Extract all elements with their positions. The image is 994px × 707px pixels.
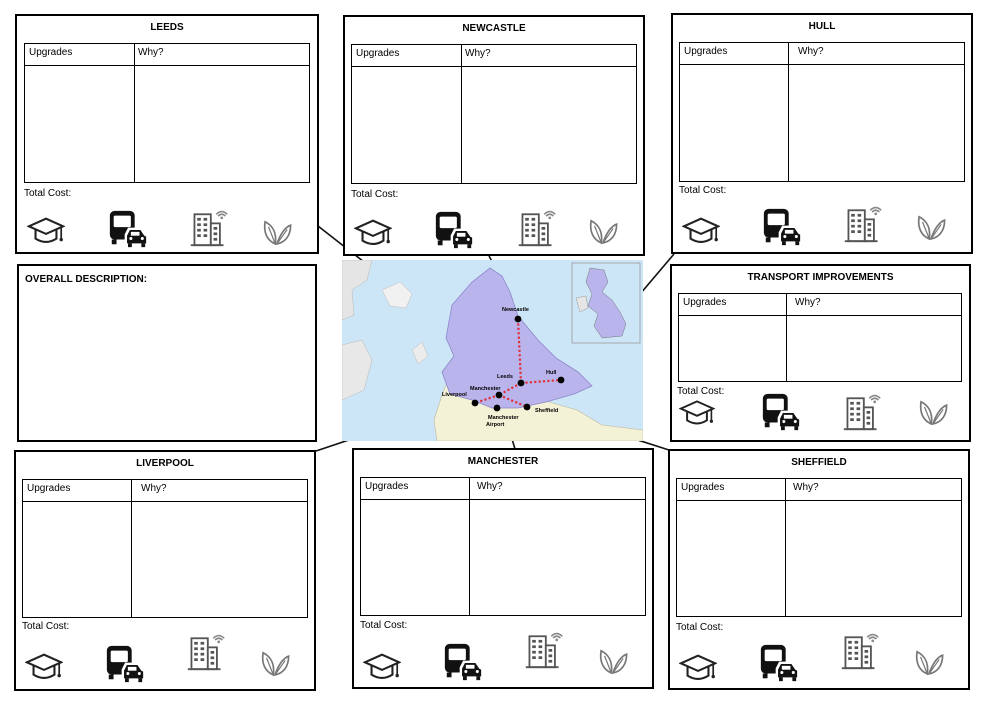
total-cost-label: Total Cost:: [676, 622, 724, 633]
leaf-icon: [914, 210, 948, 244]
newcastle-title: NEWCASTLE: [462, 23, 526, 34]
bus-car-icon: [758, 642, 800, 684]
why-header: Why?: [477, 481, 503, 492]
overall-description-box[interactable]: OVERALL DESCRIPTION:: [17, 264, 317, 442]
sheffield-table[interactable]: Upgrades Why?: [676, 478, 962, 617]
total-cost-label: Total Cost:: [22, 621, 70, 632]
transport-improvements-card: TRANSPORT IMPROVEMENTS Upgrades Why? Tot…: [670, 264, 971, 442]
why-header: Why?: [465, 48, 491, 59]
bus-car-icon: [104, 643, 146, 685]
bus-car-icon: [107, 208, 149, 250]
total-cost-label: Total Cost:: [24, 188, 72, 199]
building-wifi-icon: [843, 202, 883, 244]
total-cost-label: Total Cost:: [677, 386, 725, 397]
liverpool-title: LIVERPOOL: [136, 458, 194, 469]
map-label-sheffield: Sheffield: [535, 408, 558, 414]
building-wifi-icon: [517, 206, 557, 248]
transport-title: TRANSPORT IMPROVEMENTS: [747, 272, 894, 283]
hull-card: HULL Upgrades Why? Total Cost:: [671, 13, 973, 254]
total-cost-label: Total Cost:: [351, 189, 399, 200]
manchester-card: MANCHESTER Upgrades Why? Total Cost:: [352, 448, 654, 689]
graduation-cap-icon: [27, 213, 65, 251]
leeds-table[interactable]: Upgrades Why?: [24, 43, 310, 183]
total-cost-label: Total Cost:: [360, 620, 408, 631]
why-header: Why?: [795, 297, 821, 308]
map-label-hull: Hull: [546, 370, 557, 376]
northern-england-map: Newcastle Leeds Hull Manchester Liverpoo…: [342, 260, 643, 441]
leaf-icon: [912, 645, 946, 679]
leaf-icon: [258, 646, 292, 680]
leeds-title: LEEDS: [150, 22, 184, 33]
leaf-icon: [586, 214, 620, 248]
why-header: Why?: [138, 47, 164, 58]
manchester-title: MANCHESTER: [467, 456, 539, 467]
transport-table[interactable]: Upgrades Why?: [678, 293, 962, 382]
map-label-liverpool: Liverpool: [442, 392, 467, 398]
why-header: Why?: [141, 483, 167, 494]
why-header: Why?: [798, 46, 824, 57]
map-label-leeds: Leeds: [497, 374, 513, 380]
leaf-icon: [596, 644, 630, 678]
upgrades-header: Upgrades: [681, 482, 725, 493]
graduation-cap-icon: [354, 215, 392, 253]
graduation-cap-icon: [363, 649, 401, 687]
upgrades-header: Upgrades: [27, 483, 71, 494]
graduation-cap-icon: [679, 650, 717, 688]
map-label-newcastle: Newcastle: [502, 307, 529, 313]
newcastle-table[interactable]: Upgrades Why?: [351, 44, 637, 184]
upgrades-header: Upgrades: [365, 481, 409, 492]
sheffield-card: SHEFFIELD Upgrades Why? Total Cost:: [668, 449, 970, 690]
graduation-cap-icon: [25, 649, 63, 687]
building-wifi-icon: [186, 630, 226, 672]
liverpool-card: LIVERPOOL Upgrades Why? Total Cost:: [14, 450, 316, 691]
hull-table[interactable]: Upgrades Why?: [679, 42, 965, 182]
map-label-manchester-airport-line1: Manchester: [488, 415, 519, 421]
upgrades-header: Upgrades: [29, 47, 73, 58]
bus-car-icon: [761, 206, 803, 248]
upgrades-header: Upgrades: [683, 297, 727, 308]
graduation-cap-icon: [682, 213, 720, 251]
hull-title: HULL: [808, 21, 836, 32]
building-wifi-icon: [842, 390, 882, 432]
overall-description-title: OVERALL DESCRIPTION:: [25, 274, 148, 285]
leaf-icon: [916, 395, 950, 429]
upgrades-header: Upgrades: [684, 46, 728, 57]
bus-car-icon: [442, 641, 484, 683]
manchester-table[interactable]: Upgrades Why?: [360, 477, 646, 616]
map-label-manchester-airport-line2: Airport: [486, 422, 505, 428]
upgrades-header: Upgrades: [356, 48, 400, 59]
building-wifi-icon: [189, 206, 229, 248]
why-header: Why?: [793, 482, 819, 493]
graduation-cap-icon: [679, 396, 715, 432]
total-cost-label: Total Cost:: [679, 185, 727, 196]
liverpool-table[interactable]: Upgrades Why?: [22, 479, 308, 618]
bus-car-icon: [433, 209, 475, 251]
building-wifi-icon: [524, 628, 564, 670]
newcastle-card: NEWCASTLE Upgrades Why? Total Cost:: [343, 15, 645, 256]
leaf-icon: [260, 215, 294, 249]
map-label-manchester: Manchester: [470, 386, 501, 392]
sheffield-title: SHEFFIELD: [791, 457, 847, 468]
bus-car-icon: [760, 391, 802, 433]
building-wifi-icon: [840, 629, 880, 671]
leeds-card: LEEDS Upgrades Why? Total Cost:: [15, 14, 319, 254]
